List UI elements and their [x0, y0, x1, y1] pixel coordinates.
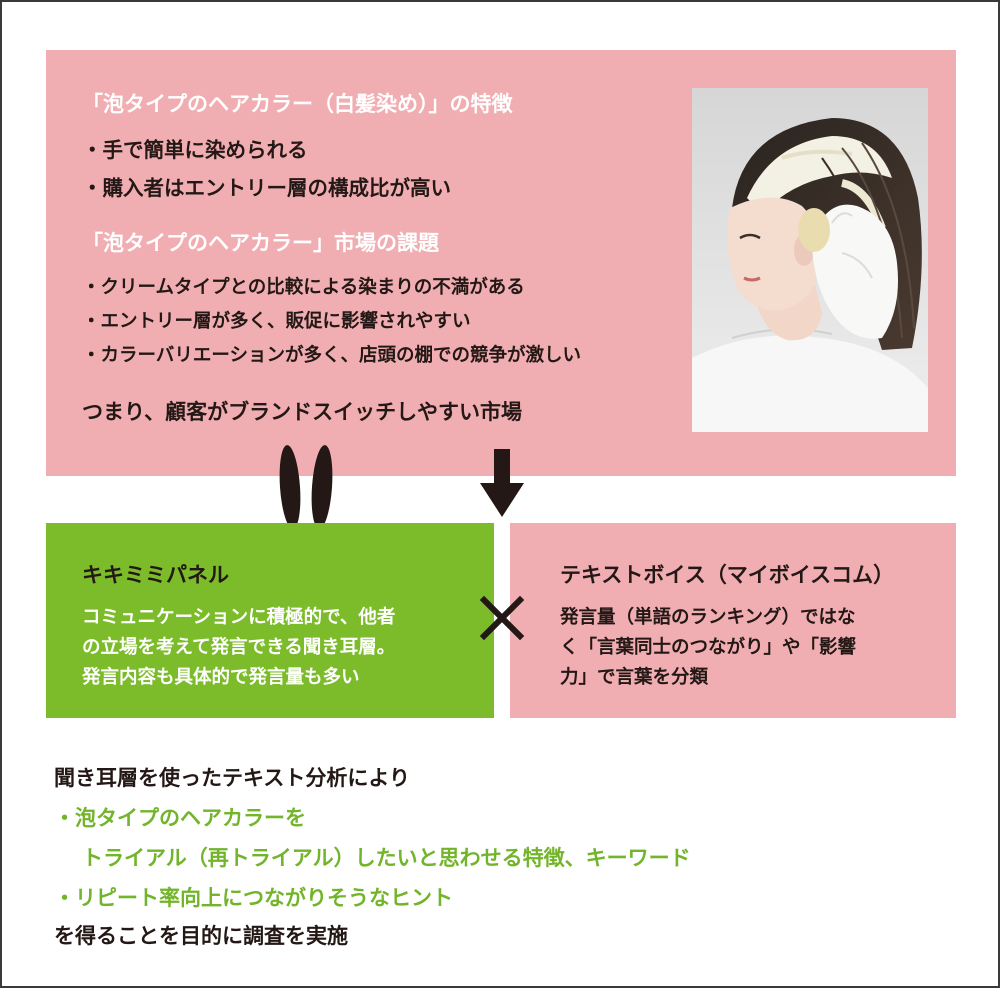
conclusion-outro: を得ることを目的に調査を実施	[54, 924, 348, 948]
textvoice-line-1: 発言量（単語のランキング）ではな	[560, 607, 856, 628]
summary-text: つまり、顧客がブランドスイッチしやすい市場	[82, 400, 522, 424]
feature-bullet-1: ・手で簡単に染められる	[82, 138, 308, 162]
kikimimi-line-3: 発言内容も具体的で発言量も多い	[82, 667, 360, 688]
market-panel: 「泡タイプのヘアカラー（白髪染め）」の特徴 ・手で簡単に染められる ・購入者はエ…	[46, 50, 956, 476]
conclusion-point-1: ・泡タイプのヘアカラーを	[54, 806, 306, 830]
kikimimi-line-2: の立場を考えて発言できる聞き耳層。	[82, 637, 396, 658]
issue-bullet-3: ・カラーバリエーションが多く、店頭の棚での競争が激しい	[82, 345, 581, 366]
kikimimi-panel: キキミミパネル コミュニケーションに積極的で、他者 の立場を考えて発言できる聞き…	[46, 523, 494, 718]
issues-heading: 「泡タイプのヘアカラー」市場の課題	[82, 231, 439, 255]
cross-icon	[479, 595, 525, 641]
kikimimi-line-1: コミュニケーションに積極的で、他者	[82, 607, 396, 628]
features-heading: 「泡タイプのヘアカラー（白髪染め）」の特徴	[82, 92, 513, 116]
issue-bullet-2: ・エントリー層が多く、販促に影響されやすい	[82, 311, 471, 332]
textvoice-title: テキストボイス（マイボイスコム）	[560, 563, 895, 587]
hair-coloring-photo	[692, 88, 928, 432]
textvoice-line-3: 力」で言葉を分類	[560, 667, 709, 688]
conclusion-point-2: ・リピート率向上につながりそうなヒント	[54, 886, 453, 910]
conclusion-intro: 聞き耳層を使ったテキスト分析により	[54, 766, 410, 790]
conclusion-point-1-cont: トライアル（再トライアル）したいと思わせる特徴、キーワード	[82, 846, 691, 870]
down-arrow-icon	[480, 449, 524, 517]
feature-bullet-2: ・購入者はエントリー層の構成比が高い	[82, 176, 451, 200]
issue-bullet-1: ・クリームタイプとの比較による染まりの不満がある	[82, 277, 525, 298]
textvoice-panel: テキストボイス（マイボイスコム） 発言量（単語のランキング）ではな く「言葉同士…	[510, 523, 956, 718]
kikimimi-title: キキミミパネル	[82, 563, 229, 587]
textvoice-line-2: く「言葉同士のつながり」や「影響	[560, 637, 857, 658]
